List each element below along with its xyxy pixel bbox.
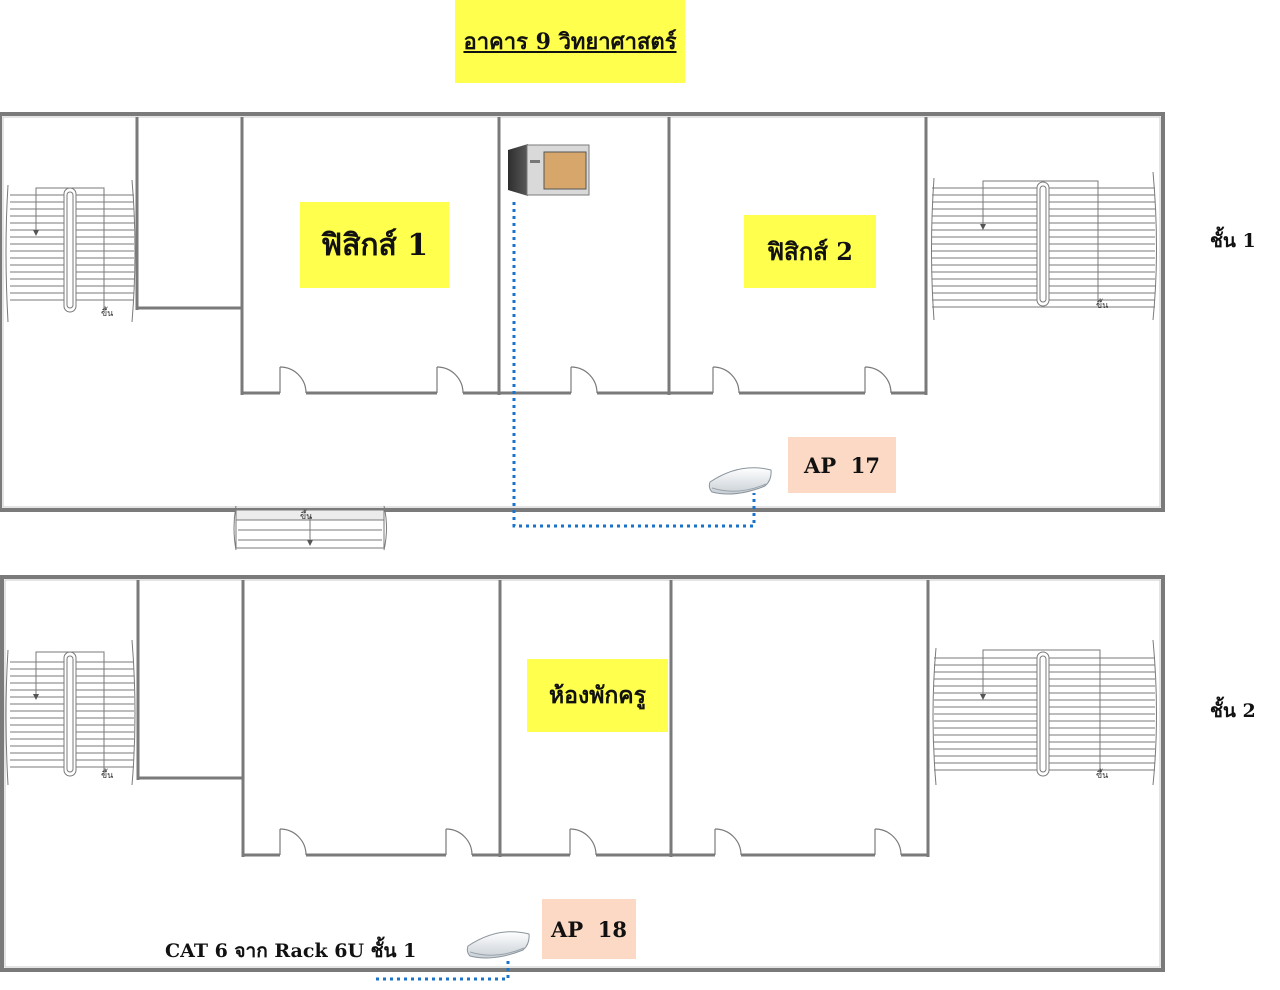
cable-to-ap18 [376,960,510,981]
floor-1-label: ชั้น 1 [1210,230,1256,252]
floor-1-left-stairs [5,179,136,323]
ap-17-label: AP 17 [788,437,896,493]
floor-2-right-stairs [932,639,1157,786]
floor-1-right-stairs [931,171,1157,321]
stair-up-mark: ขึ้น [300,509,312,522]
stair-up-mark: ขึ้น [1096,768,1108,781]
floor-1-plan [0,112,1165,551]
floor-2-outer-wall [0,575,1165,972]
room-label-teachers-room: ห้องพักครู [527,659,668,732]
floor-1-doors [279,366,892,394]
access-point-icon [708,467,772,495]
cable-note: CAT 6 จาก Rack 6U ชั้น 1 [165,940,417,962]
floor-2-label: ชั้น 2 [1210,700,1256,722]
room-label-physics-1: ฟิสิกส์ 1 [300,202,449,288]
floor-1-outer-wall [0,112,1165,512]
floor-2-plan [0,575,1165,972]
ap-18-label: AP 18 [542,899,636,959]
stair-up-mark: ขึ้น [101,306,113,319]
cable-rack-to-ap17 [512,202,756,528]
room-label-physics-2: ฟิสิกส์ 2 [744,215,876,288]
access-point-icon [466,931,530,959]
floor-2-left-stairs [5,639,136,786]
stair-up-mark: ขึ้น [1096,298,1108,311]
building-title: อาคาร 9 วิทยาศาสตร์ [455,0,685,83]
stair-up-mark: ขึ้น [101,768,113,781]
network-rack-icon [508,144,590,196]
floor-2-doors [279,828,902,856]
